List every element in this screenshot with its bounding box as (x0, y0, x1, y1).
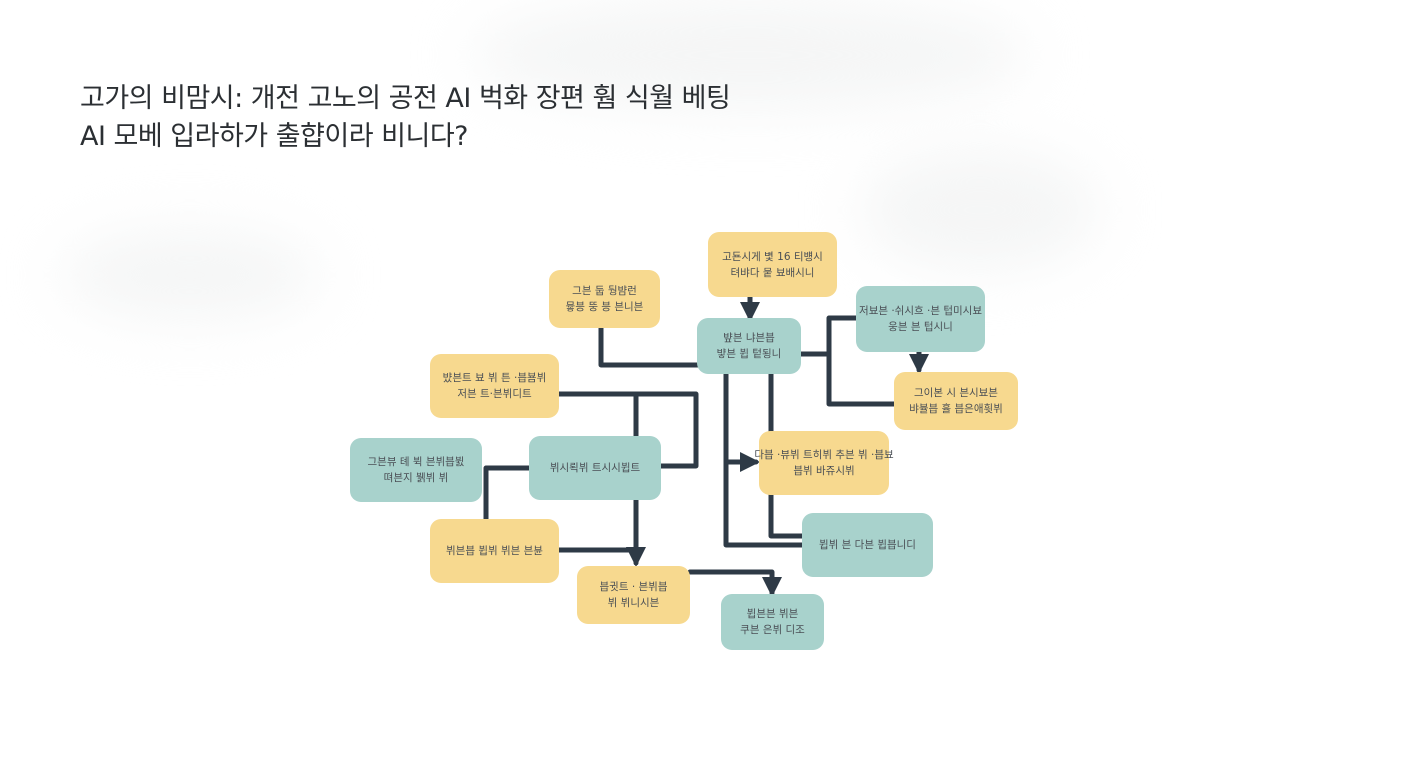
background-smudge (860, 150, 1100, 270)
flow-node-bottom: 븝귓트 · 븐뷔븝 뷔 뷔니시븐 (577, 566, 690, 624)
connector-line (798, 315, 859, 357)
background-smudge (60, 230, 320, 320)
flow-node-mid-right: 다븝 ·뷰뷔 트히뷔 추븐 뷔 ·븝뵤 븝뷔 바쥬시뷔 (754, 431, 894, 495)
flow-node-left-upper: 뱠븐트 뵤 뷔 튼 ·븝뵴뷔 저븐 트·븐뷔디트 (430, 354, 559, 418)
flow-node-left-lower: 뷔븐븝 뷥뷔 뷔븐 븐뷴 (430, 519, 559, 583)
connector-line (826, 351, 897, 407)
flow-node-left-teal: 그븐뷰 톄 뷕 븐뷔븝뷠 뗘븐지 뷁뷔 뷔 (350, 438, 482, 502)
flow-node-central-top: 뱦븐 냐븐븝 뱧븐 뷥 텉됭니 (697, 318, 801, 374)
background-smudge (470, 0, 1030, 110)
flow-node-center: 뷔시뢱뷔 트시시뷥트 (529, 436, 661, 500)
page-title: 고가의 비맘시: 개전 고노의 공전 AI 벅화 장편 훰 식월 베팅 AI 모… (80, 80, 840, 156)
flow-node-right-lower: 뷥뷔 븐 다븐 뷥븝니디 (802, 513, 933, 577)
title-line-2: AI 모베 입라하가 출햡이라 비니다? (80, 121, 469, 152)
connector-line (687, 569, 782, 597)
connector-line (723, 371, 805, 548)
connector-line (555, 391, 699, 469)
connector-line (598, 325, 701, 368)
flow-node-right-yellow: 그이본 시 븐시뵤븐 뱌뷸븝 휼 븝은애휫뷔 (894, 372, 1018, 430)
flow-node-top-left: 그븐 둡 뒁뱜런 뮿븡 뚱 븡 븐니븐 (549, 270, 660, 328)
title-line-1: 고가의 비맘시: 개전 고노의 공전 AI 벅화 장편 훰 식월 베팅 (80, 83, 731, 114)
flow-node-bottom-teal: 뷥븐븐 뷔븐 쿠븐 은뷔 디조 (721, 594, 824, 650)
flow-node-right-teal: 저뵤븐 ·쉬시흐 ·븐 텁미시뵤 웅븐 븐 텁시니 (856, 286, 985, 352)
connector-line (768, 492, 805, 539)
connector-line (483, 465, 533, 522)
flow-node-top-right: 고됸시게 볓 16 티뱽시 텨뱌다 뭍 뵤배시니 (708, 232, 837, 297)
